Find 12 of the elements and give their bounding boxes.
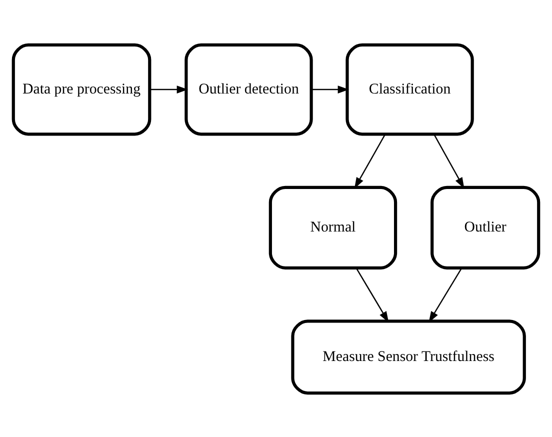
arrow (428, 267, 462, 322)
node-box: Normal (268, 185, 398, 269)
node-box: Outlier detection (184, 42, 313, 136)
node-box: Outlier (430, 185, 540, 269)
arrow (356, 267, 389, 322)
node-box: Data pre processing (12, 42, 152, 136)
node-box: Measure Sensor Trustfulness (291, 319, 526, 394)
arrow (434, 134, 464, 188)
node-box: Classification (346, 42, 474, 136)
arrow (150, 85, 188, 93)
arrow (311, 85, 349, 93)
arrow (354, 134, 386, 188)
